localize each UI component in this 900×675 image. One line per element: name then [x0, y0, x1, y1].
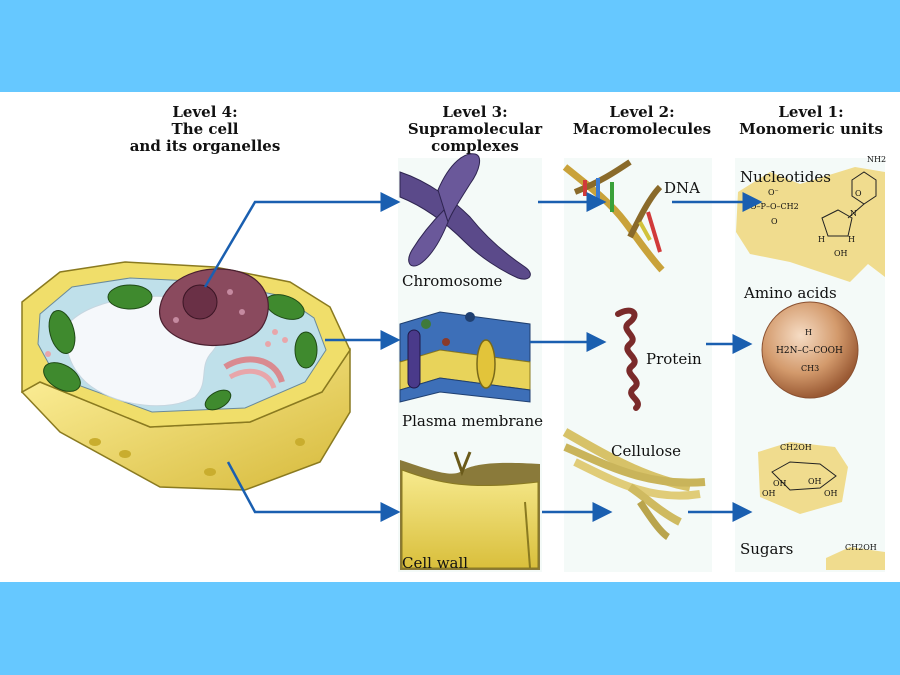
cellulose-label: Cellulose [611, 442, 682, 460]
protein-label: Protein [646, 350, 702, 368]
phosphate-label: O–P–O–CH2 [750, 202, 799, 211]
amino-acids-label: Amino acids [744, 284, 837, 302]
oxo-label: O [771, 217, 778, 226]
alpha-h-label: H [805, 328, 812, 337]
flow-arrows [203, 192, 763, 522]
level3-heading-line3: complexes [431, 137, 519, 155]
cellulose-illustration [562, 428, 706, 540]
h-label-1: H [818, 235, 825, 244]
diagram-canvas: Level 4: The cell and its organelles Lev… [0, 92, 900, 582]
h-label-2: H [848, 235, 855, 244]
level2-heading: Level 2: Macromolecules [566, 104, 718, 138]
illustration-layer: NH2 O⁻ O–P–O–CH2 O N O OH H H H H2N–C–CO… [20, 153, 886, 570]
level4-heading-line3: and its organelles [129, 137, 281, 155]
sugar-oh-label-2: OH [808, 477, 822, 486]
arrow-cell-to-chromosome [203, 192, 401, 288]
carbonyl-o-label: O [855, 189, 862, 198]
ch3-label: CH3 [801, 364, 819, 373]
sugars-label: Sugars [740, 540, 794, 558]
level3-heading-line1: Level 3: [442, 103, 508, 121]
cell-wall-illustration [400, 451, 540, 570]
sugar-structure: CH2OH OH OH OH OH CH2OH [758, 442, 885, 570]
protein-illustration [615, 307, 641, 411]
nucleotides-label: Nucleotides [740, 168, 831, 186]
sugar-oh-label-4: OH [824, 489, 838, 498]
level2-heading-line1: Level 2: [609, 103, 675, 121]
oh-label: OH [834, 249, 848, 258]
sugar-oh-label-1: OH [773, 479, 787, 488]
amino-formula-label: H2N–C–COOH [776, 346, 843, 356]
plant-cell-illustration [20, 261, 351, 491]
level3-heading: Level 3: Supramolecular complexes [400, 104, 550, 155]
level2-heading-line2: Macromolecules [572, 120, 712, 138]
arrow-cell-to-wall [226, 461, 401, 522]
nh2-label: NH2 [867, 155, 886, 164]
level4-heading: Level 4: The cell and its organelles [120, 104, 290, 155]
nitrogen-label: N [850, 209, 857, 218]
amino-acid-structure: H H2N–C–COOH CH3 [761, 301, 859, 399]
dna-label: DNA [664, 179, 700, 197]
dna-illustration [562, 159, 665, 273]
level1-heading-line2: Monomeric units [739, 120, 883, 138]
nucleotide-structure: NH2 O⁻ O–P–O–CH2 O N O OH H H [736, 155, 886, 282]
level3-heading-line2: Supramolecular [407, 120, 543, 138]
sugar-oh-label-3: OH [762, 489, 776, 498]
ch2oh-label-2: CH2OH [845, 543, 877, 552]
chromosome-illustration [399, 153, 531, 280]
level1-heading-line1: Level 1: [778, 103, 844, 121]
o-minus-label: O⁻ [768, 188, 779, 197]
level4-heading-line2: The cell [171, 120, 239, 138]
level1-heading: Level 1: Monomeric units [735, 104, 887, 138]
ch2oh-label: CH2OH [780, 443, 812, 452]
plasma-membrane-label: Plasma membrane [402, 412, 544, 430]
level4-heading-line1: Level 4: [172, 103, 238, 121]
plasma-membrane-illustration [399, 311, 531, 403]
chromosome-label: Chromosome [402, 272, 503, 290]
cell-wall-label: Cell wall [402, 554, 469, 572]
